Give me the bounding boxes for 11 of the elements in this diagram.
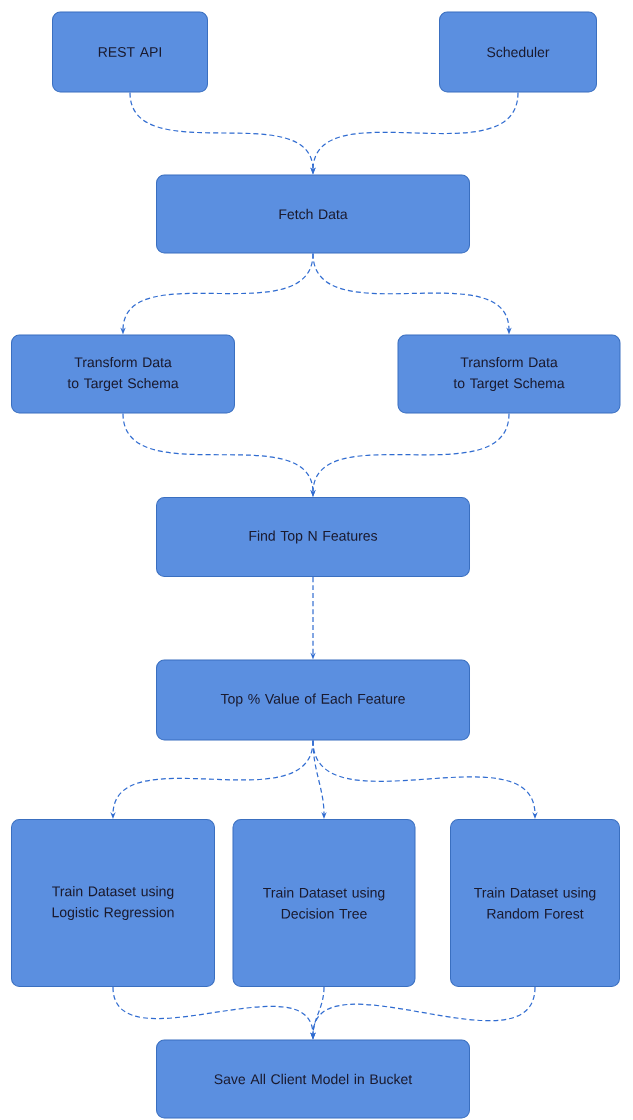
process-box: REST API xyxy=(52,11,208,93)
process-box: Train Dataset using Decision Tree xyxy=(232,819,416,987)
process-box: Top % Value of Each Feature xyxy=(156,659,470,741)
process-box: Train Dataset using Random Forest xyxy=(450,819,620,987)
process-box: Transform Data to Target Schema xyxy=(11,334,235,414)
process-box: Scheduler xyxy=(439,11,597,93)
process-box: Transform Data to Target Schema xyxy=(397,334,621,414)
process-box: Find Top N Features xyxy=(156,497,470,577)
process-box: Fetch Data xyxy=(156,174,470,254)
process-box: Train Dataset using Logistic Regression xyxy=(11,819,215,987)
process-box: Save All Client Model in Bucket xyxy=(156,1039,470,1119)
